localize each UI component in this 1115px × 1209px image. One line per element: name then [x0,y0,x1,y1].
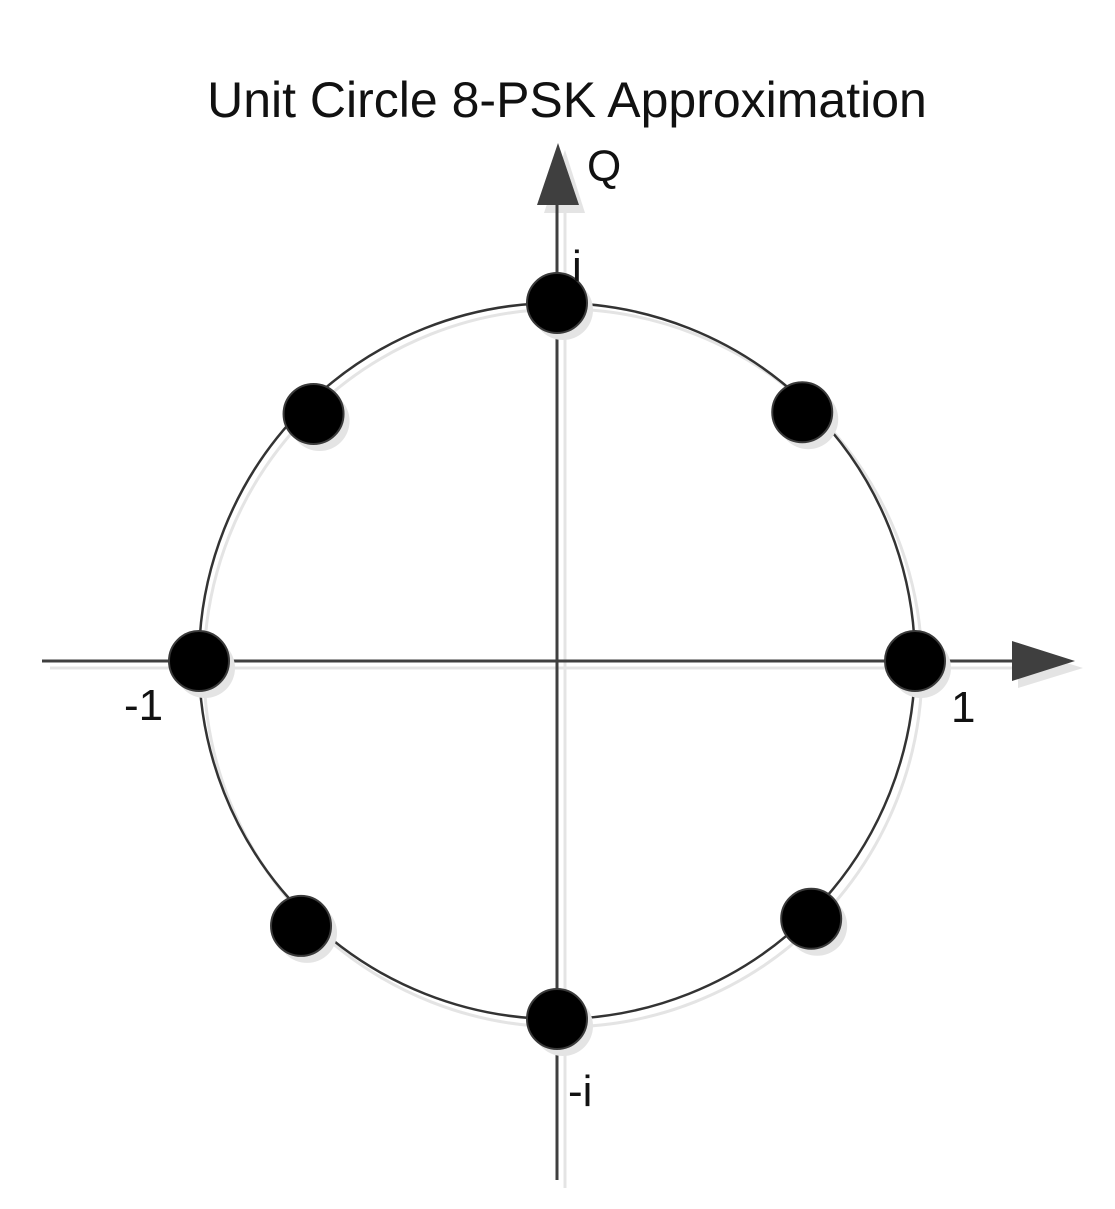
constellation-point-5 [270,894,333,957]
tick-label-bottom: -i [568,1067,592,1116]
diagram-title: Unit Circle 8-PSK Approximation [207,72,927,128]
q-axis-label: Q [587,142,621,191]
tick-label-top: i [572,242,582,291]
up-arrow-icon [537,143,579,205]
constellation-point-0 [884,630,946,692]
constellation-point-1 [771,381,834,444]
constellation-point-6 [526,988,588,1050]
constellation-points [168,272,951,1056]
right-arrow-icon [1012,641,1075,681]
constellation-point-4 [168,630,230,692]
constellation-point-2 [526,272,588,334]
constellation-point-7 [780,887,843,950]
constellation-point-3 [282,382,345,445]
tick-label-left: -1 [124,681,163,730]
tick-label-right: 1 [951,683,975,732]
